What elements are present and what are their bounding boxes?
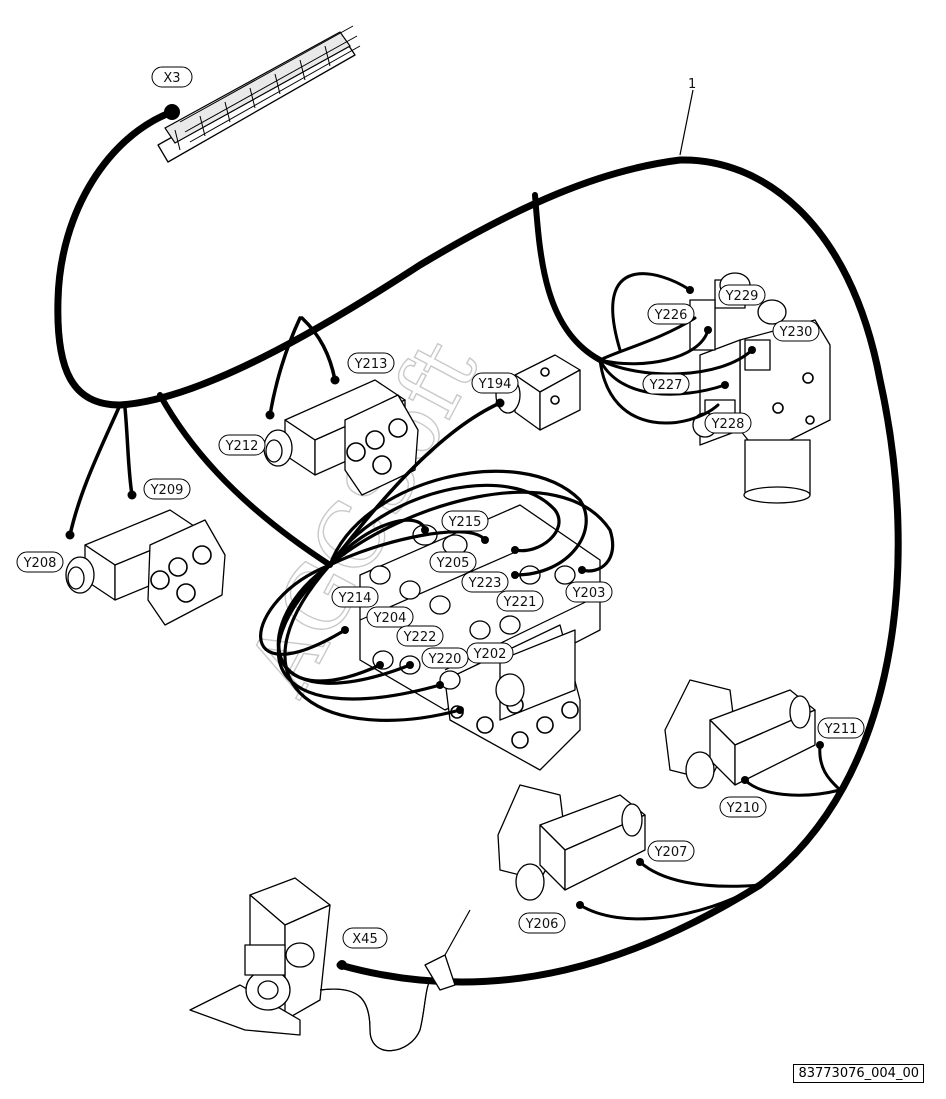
- item-1-label: 1: [688, 77, 696, 92]
- svg-text:Y208: Y208: [23, 556, 57, 571]
- svg-text:X45: X45: [352, 932, 377, 947]
- svg-text:Y213: Y213: [354, 357, 388, 372]
- valve-y210-y211: [664, 679, 816, 789]
- svg-text:Y207: Y207: [654, 845, 688, 860]
- svg-text:Y194: Y194: [478, 377, 512, 392]
- label-y230: Y230: [772, 320, 820, 342]
- svg-text:Y228: Y228: [711, 417, 745, 432]
- label-y204: Y204: [366, 606, 414, 628]
- svg-text:Y226: Y226: [654, 308, 688, 323]
- label-y209: Y209: [143, 478, 191, 500]
- svg-text:Y214: Y214: [338, 591, 372, 606]
- label-y194: Y194: [471, 372, 519, 394]
- callout-labels: X3 X45 Y194 Y202 Y203 Y204 Y205 Y206 Y20…: [16, 66, 865, 949]
- pump-assembly-x45: [189, 877, 471, 1052]
- label-y203: Y203: [565, 581, 613, 603]
- label-y212: Y212: [218, 434, 266, 456]
- label-y215: Y215: [441, 510, 489, 532]
- svg-text:Y220: Y220: [428, 652, 462, 667]
- label-y222: Y222: [396, 625, 444, 647]
- svg-text:Y210: Y210: [726, 801, 760, 816]
- label-y226: Y226: [647, 303, 695, 325]
- svg-text:Y202: Y202: [473, 647, 507, 662]
- label-y210: Y210: [719, 796, 767, 818]
- svg-text:Y206: Y206: [525, 917, 559, 932]
- valve-y208-y209: [65, 509, 226, 626]
- svg-text:Y211: Y211: [824, 722, 858, 737]
- label-x45: X45: [342, 927, 388, 949]
- label-y223: Y223: [461, 571, 509, 593]
- svg-text:Y222: Y222: [403, 630, 437, 645]
- label-x3: X3: [151, 66, 193, 88]
- terminal-strip-x3: [157, 25, 361, 163]
- label-y211: Y211: [817, 717, 865, 739]
- svg-text:Y230: Y230: [779, 325, 813, 340]
- label-y228: Y228: [704, 412, 752, 434]
- branch-wires: [65, 272, 842, 970]
- svg-text:Y209: Y209: [150, 483, 184, 498]
- label-y227: Y227: [642, 373, 690, 395]
- item-1-leader: [679, 89, 694, 156]
- label-y207: Y207: [647, 840, 695, 862]
- svg-text:Y227: Y227: [649, 378, 683, 393]
- label-y214: Y214: [331, 586, 379, 608]
- label-y229: Y229: [718, 284, 766, 306]
- svg-text:Y229: Y229: [725, 289, 759, 304]
- label-y205: Y205: [429, 551, 477, 573]
- svg-text:X3: X3: [163, 71, 180, 86]
- svg-text:Y205: Y205: [436, 556, 470, 571]
- svg-text:Y204: Y204: [373, 611, 407, 626]
- svg-text:Y212: Y212: [225, 439, 259, 454]
- svg-text:Y203: Y203: [572, 586, 606, 601]
- valve-y206-y207: [497, 784, 646, 901]
- document-code: 83773076_004_00: [793, 1064, 924, 1083]
- label-y202: Y202: [466, 642, 514, 664]
- label-y213: Y213: [347, 352, 395, 374]
- label-y220: Y220: [421, 647, 469, 669]
- label-y208: Y208: [16, 551, 64, 573]
- valve-block-top-right: [689, 272, 831, 504]
- valve-y212-y213: [263, 379, 419, 496]
- svg-text:Y223: Y223: [468, 576, 502, 591]
- label-y206: Y206: [518, 912, 566, 934]
- svg-text:Y221: Y221: [503, 595, 537, 610]
- svg-text:Y215: Y215: [448, 515, 482, 530]
- label-y221: Y221: [496, 590, 544, 612]
